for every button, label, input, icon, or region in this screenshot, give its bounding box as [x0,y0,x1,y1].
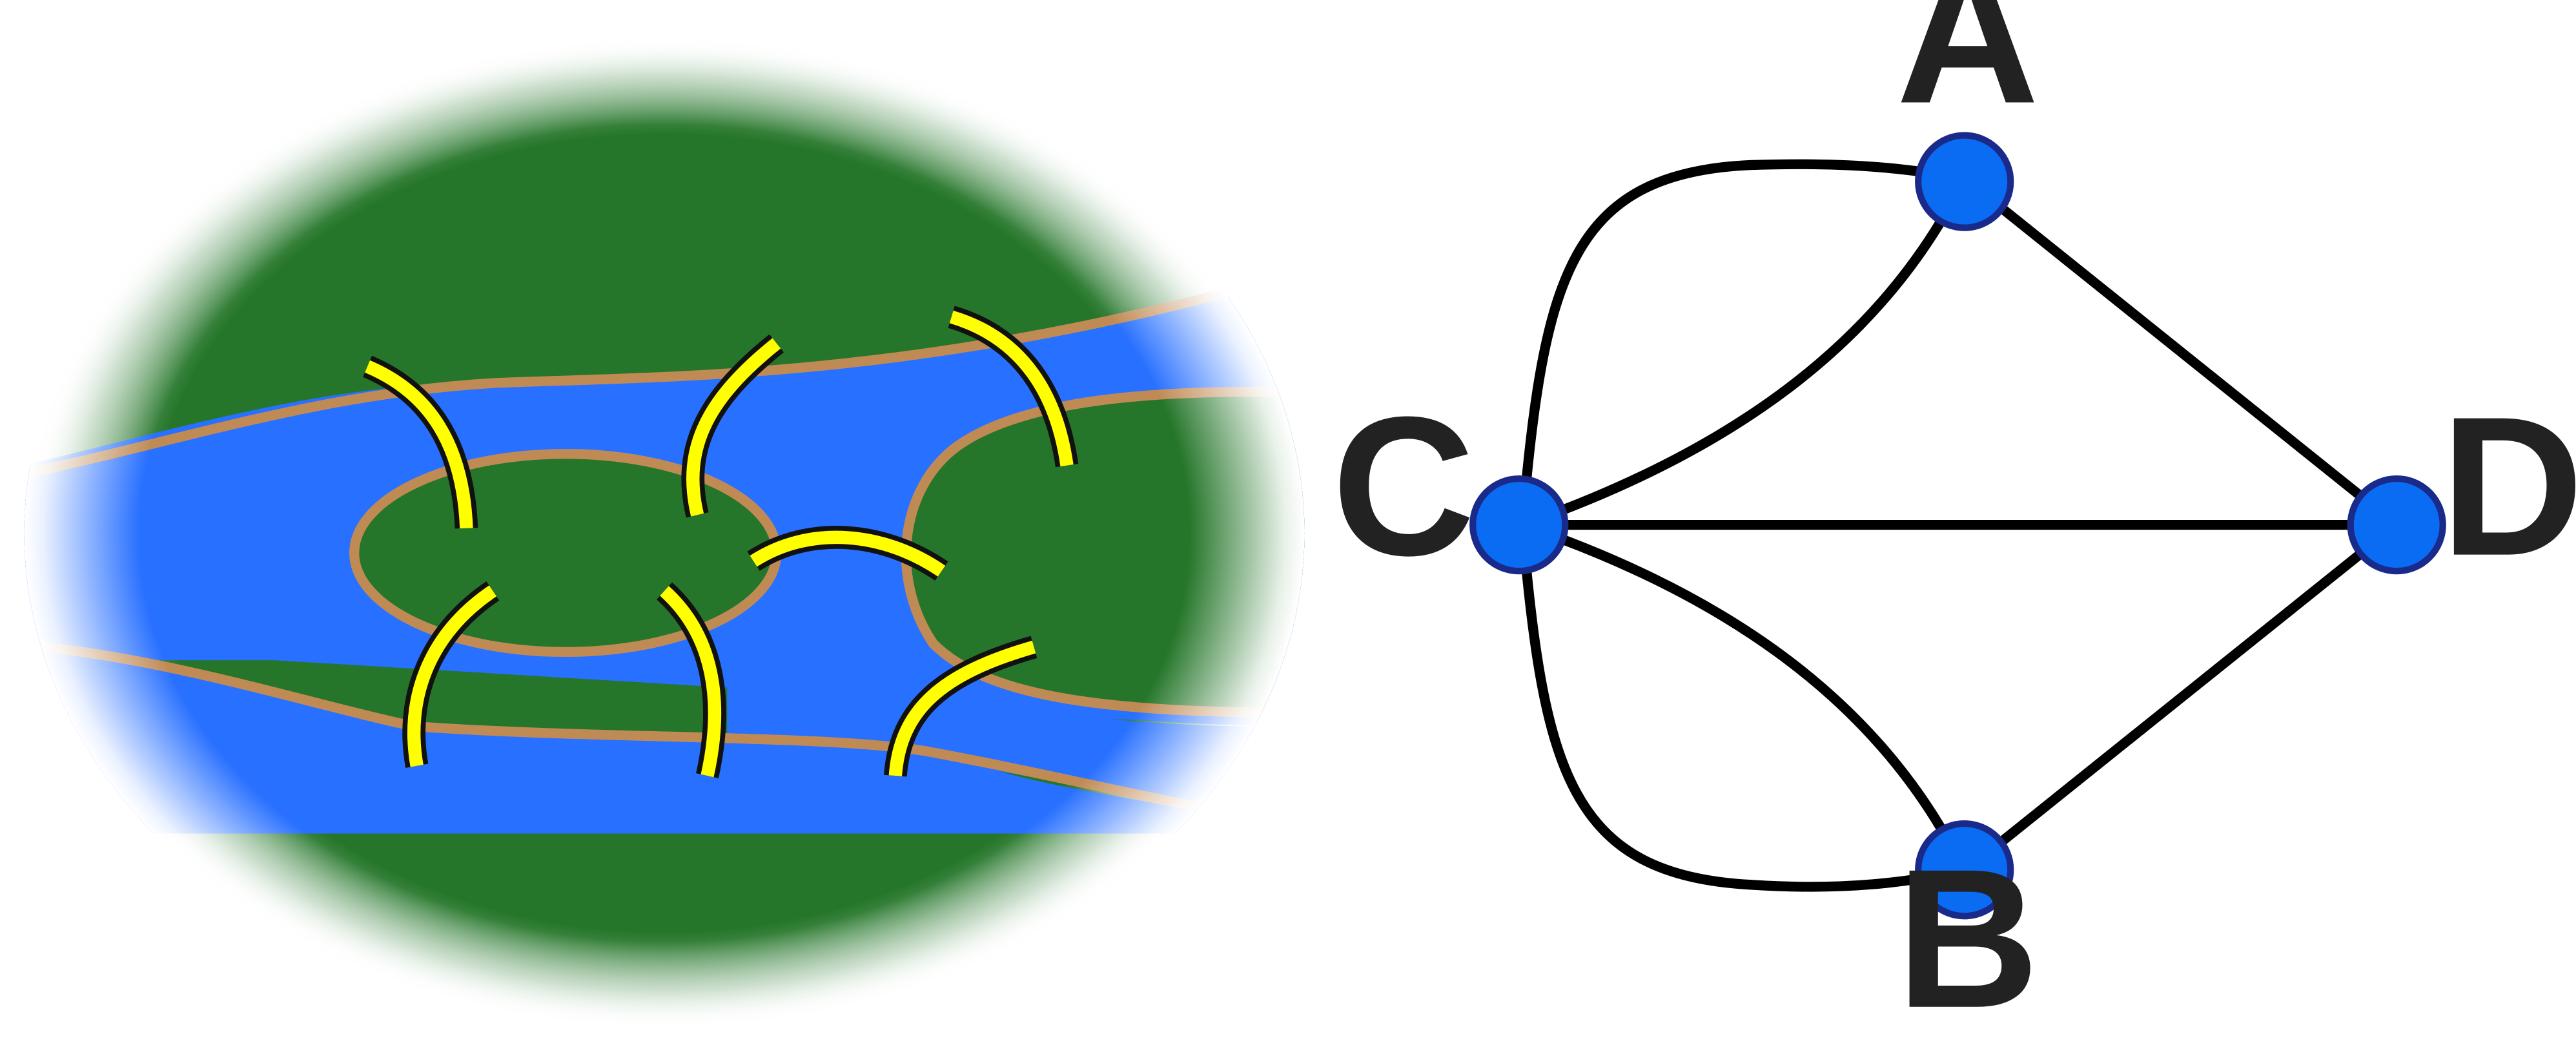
bridge-2 [681,334,784,518]
bridge-4 [747,526,948,581]
bridge-6 [656,582,726,778]
node-a [1915,132,2014,231]
node-d-label: D [2440,375,2576,597]
bridges [362,306,1079,778]
graph: A B C D [1332,0,2576,1049]
node-a-label: A [1896,0,2039,144]
edge-a-d [1959,173,2402,530]
edge-c-b-inner [1517,519,1970,876]
node-c [1469,475,1569,575]
edge-c-a-inner [1517,173,1970,530]
graph-nodes [1469,132,2446,920]
river-map [24,34,1305,1032]
graph-edges [1517,159,2402,892]
node-d [2347,475,2446,575]
edge-c-a-outer [1517,159,1970,530]
node-b-label: B [1896,827,2039,1049]
node-c-label: C [1332,375,1475,597]
bridge-7 [883,636,1038,777]
bridge-1 [362,355,478,529]
bridge-3 [948,306,1079,468]
bridge-5 [402,581,500,768]
edge-b-d [1959,519,2402,876]
node-b [1915,820,2014,920]
edge-c-b-outer [1517,519,1970,892]
graph-labels: A B C D [1332,0,2576,1049]
